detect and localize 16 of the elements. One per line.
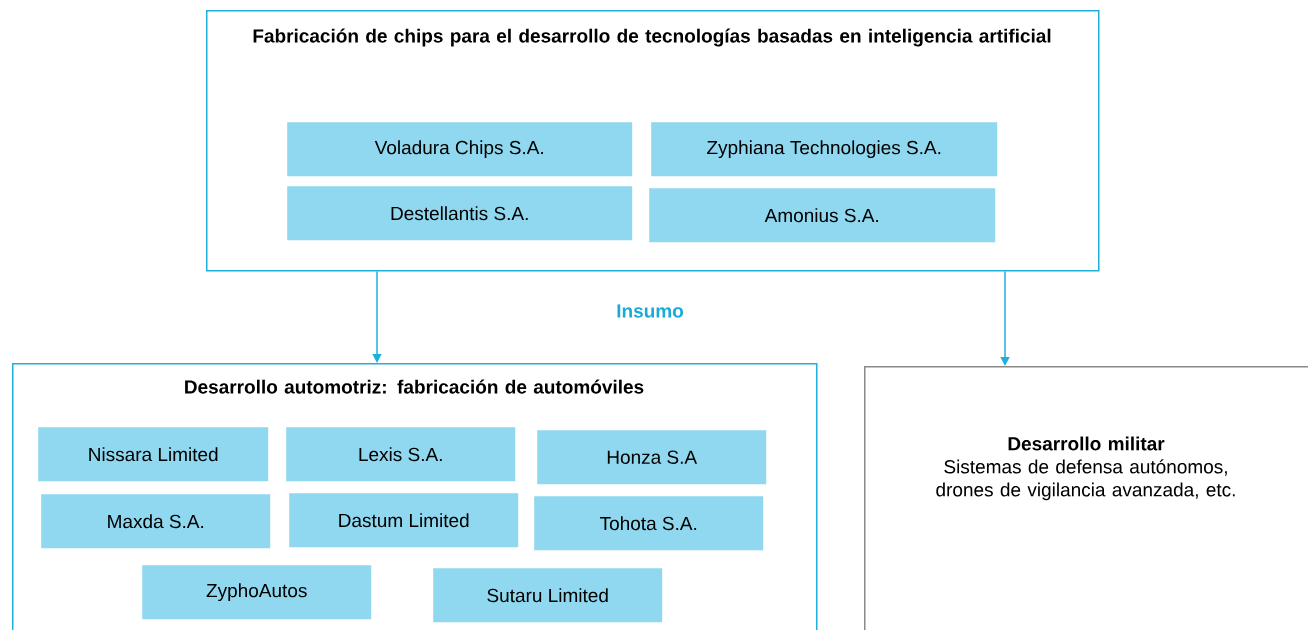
company-box: ZyphoAutos bbox=[142, 565, 372, 620]
company-box: Amonius S.A. bbox=[649, 188, 996, 243]
arrow bbox=[372, 270, 382, 363]
company-box: Dastum Limited bbox=[289, 493, 519, 548]
company-box: Lexis S.A. bbox=[286, 427, 516, 482]
company-box: Nissara Limited bbox=[38, 427, 269, 482]
company-box: Tohota S.A. bbox=[534, 496, 764, 551]
company-box: Voladura Chips S.A. bbox=[287, 122, 633, 177]
flow-label: Insumo bbox=[617, 304, 684, 318]
company-box: Zyphiana Technologies S.A. bbox=[651, 122, 998, 177]
company-box: Destellantis S.A. bbox=[287, 186, 633, 241]
company-box: Maxda S.A. bbox=[41, 494, 271, 549]
company-box: Sutaru Limited bbox=[433, 568, 663, 623]
company-box: Honza S.A bbox=[537, 430, 767, 485]
info-box: Desarrollo militar Sistemas de defensa autónomos, drones de vigilancia avanzada, etc. bbox=[864, 366, 1308, 630]
arrow bbox=[1000, 270, 1010, 366]
